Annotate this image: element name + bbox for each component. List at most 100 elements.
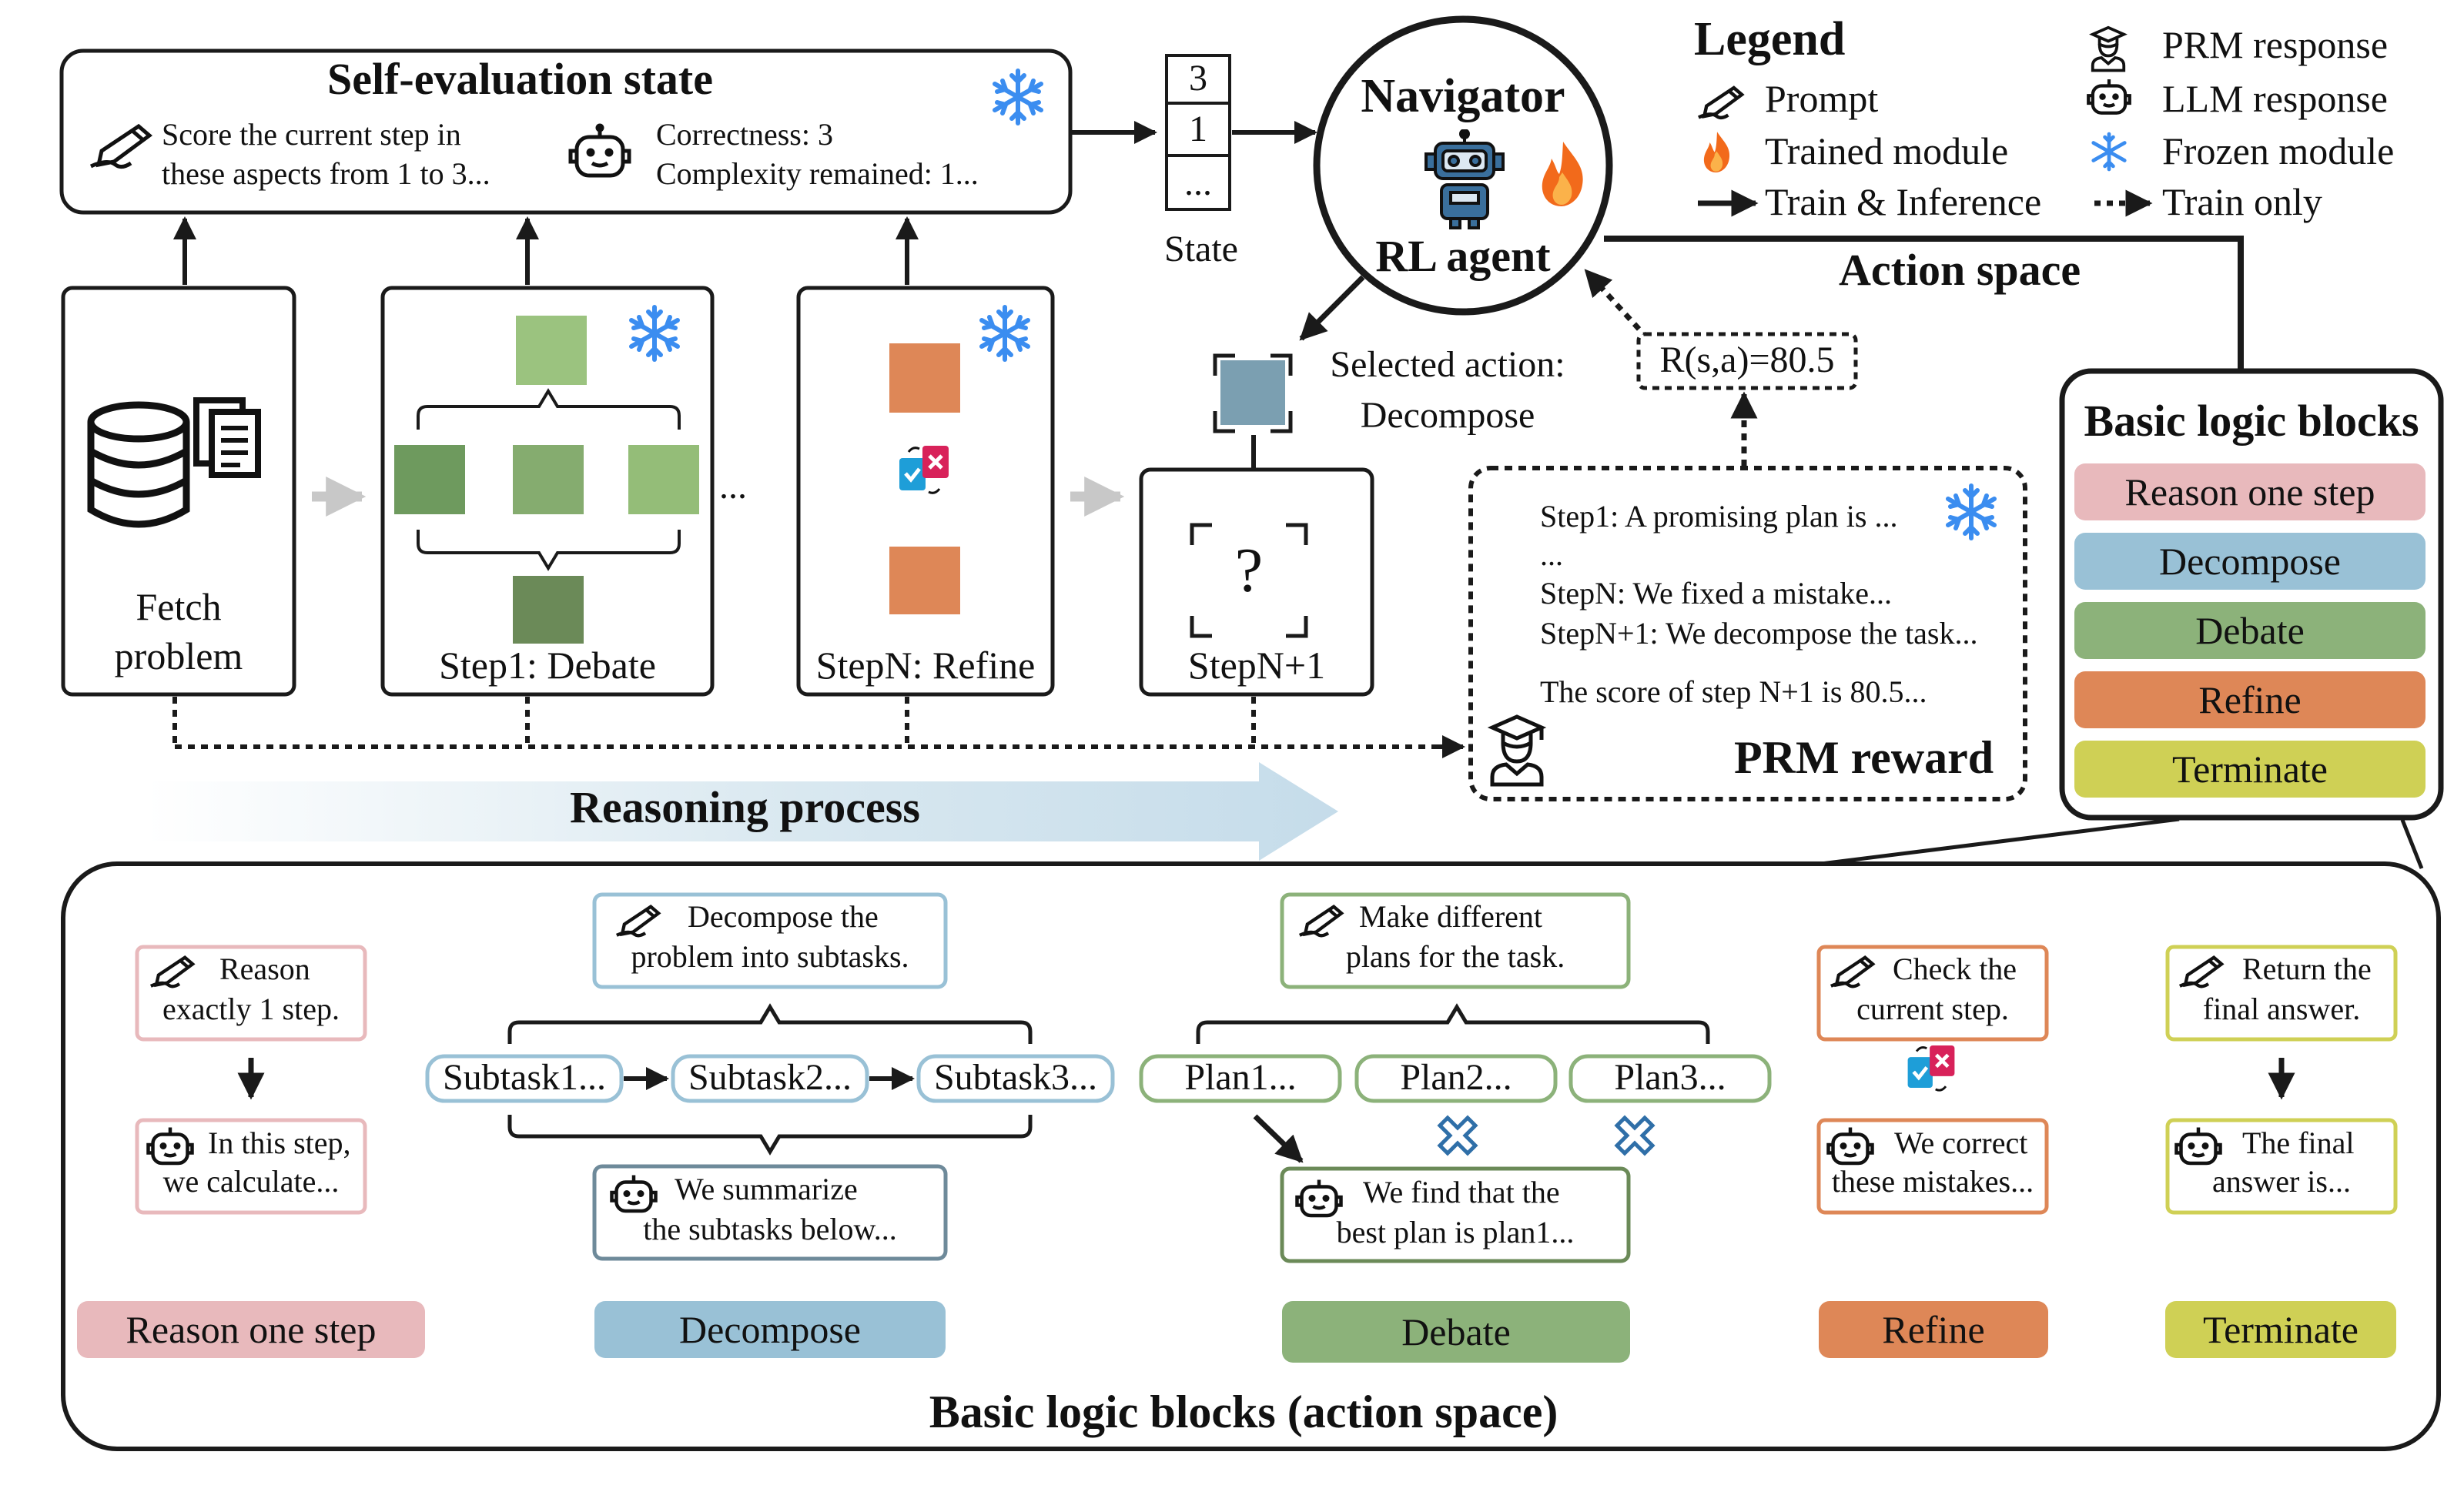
reward-formula: R(s,a)=80.5: [1659, 340, 1835, 380]
reason-response-box: [135, 1118, 367, 1215]
debate-result-square: [513, 576, 584, 644]
plan-3: Plan3...: [1614, 1057, 1726, 1098]
terminate-response-box: [2165, 1118, 2398, 1215]
reasoning-process-label: Reasoning process: [570, 782, 920, 832]
decompose-prompt-box: [592, 892, 948, 989]
prompt-icon: [89, 123, 153, 169]
basic-block-terminate: Terminate: [2074, 741, 2426, 798]
steps-ellipsis: ...: [719, 466, 747, 507]
fire-icon: [1703, 132, 1730, 173]
subtask-1: Subtask1...: [442, 1057, 606, 1098]
prm-title: PRM reward: [1734, 732, 1994, 783]
state-cell-top: [1165, 54, 1231, 105]
panel-label-terminate: Terminate: [2165, 1301, 2396, 1358]
stepn1-question: ?: [1234, 535, 1264, 605]
debate-prompt-box: [1280, 892, 1631, 989]
llm-response-icon: [146, 1127, 194, 1166]
refine-swap-icon: [1907, 1045, 1955, 1092]
panel-label-debate: Debate: [1282, 1301, 1630, 1363]
database-icon: [87, 401, 190, 528]
reason-response-line1: In this step,: [208, 1126, 351, 1160]
snowflake-icon: [2091, 132, 2127, 172]
terminate-prompt-line2: final answer.: [2202, 992, 2361, 1026]
prompt-icon: [1298, 905, 1344, 938]
legend-item-prompt: Prompt: [1765, 77, 1879, 120]
debate-bottom-bracket: [417, 530, 681, 571]
snowflake-icon: [629, 305, 680, 362]
prm-line-4: StepN+1: We decompose the task...: [1540, 616, 1978, 651]
prm-line-3: StepN: We fixed a mistake...: [1540, 576, 1893, 610]
self-eval-prompt-line1: Score the current step in: [162, 117, 461, 152]
basic-block-decompose: Decompose: [2074, 533, 2426, 590]
legend-item-prm-response: PRM response: [2162, 23, 2389, 66]
debate-plans-bracket: [1196, 1003, 1710, 1044]
legend-item-train-only: Train only: [2162, 180, 2322, 223]
legend-item-llm-response: LLM response: [2162, 77, 2388, 120]
plan-1: Plan1...: [1184, 1057, 1297, 1098]
debate-mid-square: [513, 445, 584, 514]
snowflake-icon: [1946, 483, 1997, 540]
llm-response-icon: [1826, 1127, 1874, 1166]
bottom-panel: [61, 861, 2441, 1451]
navigator-subtitle: RL agent: [1375, 231, 1551, 281]
decompose-prompt-line2: problem into subtasks.: [631, 939, 909, 974]
decompose-response-box: [592, 1164, 948, 1261]
prm-line-5: The score of step N+1 is 80.5...: [1540, 674, 1927, 709]
prompt-icon: [1830, 955, 1876, 988]
refine-top-square: [889, 343, 960, 413]
self-eval-response-line2: Complexity remained: 1...: [656, 156, 979, 191]
self-eval-prompt-line2: these aspects from 1 to 3...: [162, 156, 490, 191]
terminate-response-line2: answer is...: [2212, 1164, 2351, 1199]
prm-box: [1468, 466, 2027, 801]
robot-icon: [1424, 129, 1505, 229]
document-icon: [193, 397, 261, 478]
llm-response-icon: [610, 1175, 658, 1213]
llm-response-icon: [1295, 1179, 1343, 1218]
state-cell-bot-text: ...: [1184, 162, 1212, 203]
legend-item-trained: Trained module: [1765, 129, 2009, 172]
basic-blocks-zoom-line: [1820, 817, 2180, 866]
legend-title: Legend: [1694, 13, 1846, 65]
refine-prompt-box: [1816, 945, 2049, 1042]
debate-response-line2: best plan is plan1...: [1336, 1215, 1575, 1249]
decompose-prompt-line1: Decompose the: [688, 899, 879, 934]
plan-box-2: [1354, 1054, 1558, 1103]
debate-response-line1: We find that the: [1363, 1175, 1560, 1209]
fetch-box: [61, 286, 296, 697]
refine-prompt-line1: Check the: [1893, 952, 2017, 986]
panel-label-decompose: Decompose: [594, 1301, 946, 1358]
prompt-icon: [1697, 85, 1745, 120]
prm-line-1: Step1: A promising plan is ...: [1540, 499, 1898, 534]
selected-action-line2: Decompose: [1360, 395, 1535, 436]
basic-blocks-zoom-line-right: [2400, 819, 2424, 869]
subtask-3: Subtask3...: [933, 1057, 1097, 1098]
refine-response-line1: We correct: [1894, 1126, 2028, 1160]
action-space-label: Action space: [1839, 245, 2081, 295]
refine-bottom-square: [889, 547, 960, 614]
snowflake-icon: [993, 69, 1043, 125]
self-eval-response-line1: Correctness: 3: [656, 117, 833, 152]
fire-icon: [1542, 142, 1583, 206]
state-label: State: [1164, 229, 1238, 269]
debate-top-bracket: [417, 388, 681, 430]
reason-prompt-line1: Reason: [219, 952, 310, 986]
reasoning-process-arrow: [146, 762, 1338, 861]
panel-label-reason: Reason one step: [77, 1301, 425, 1358]
navigator-to-action-arrow: [1299, 275, 1365, 341]
decompose-response-line1: We summarize: [675, 1172, 858, 1206]
llm-response-icon: [2087, 79, 2131, 115]
navigator-title: Navigator: [1361, 70, 1565, 122]
fetch-label-line1: Fetch: [136, 585, 222, 628]
refine-prompt-line2: current step.: [1856, 992, 2009, 1026]
plan3-rejected-icon: [1614, 1115, 1656, 1156]
basic-block-debate: Debate: [2074, 602, 2426, 659]
self-eval-title: Self-evaluation state: [327, 54, 713, 104]
basic-block-reason: Reason one step: [2074, 463, 2426, 520]
reason-prompt-box: [135, 945, 367, 1042]
llm-response-icon: [2174, 1127, 2222, 1166]
prompt-icon: [149, 955, 196, 988]
refine-swap-icon: [899, 446, 949, 494]
decompose-bottom-bracket: [507, 1115, 1033, 1156]
state-cell-mid-text: 1: [1189, 109, 1207, 149]
